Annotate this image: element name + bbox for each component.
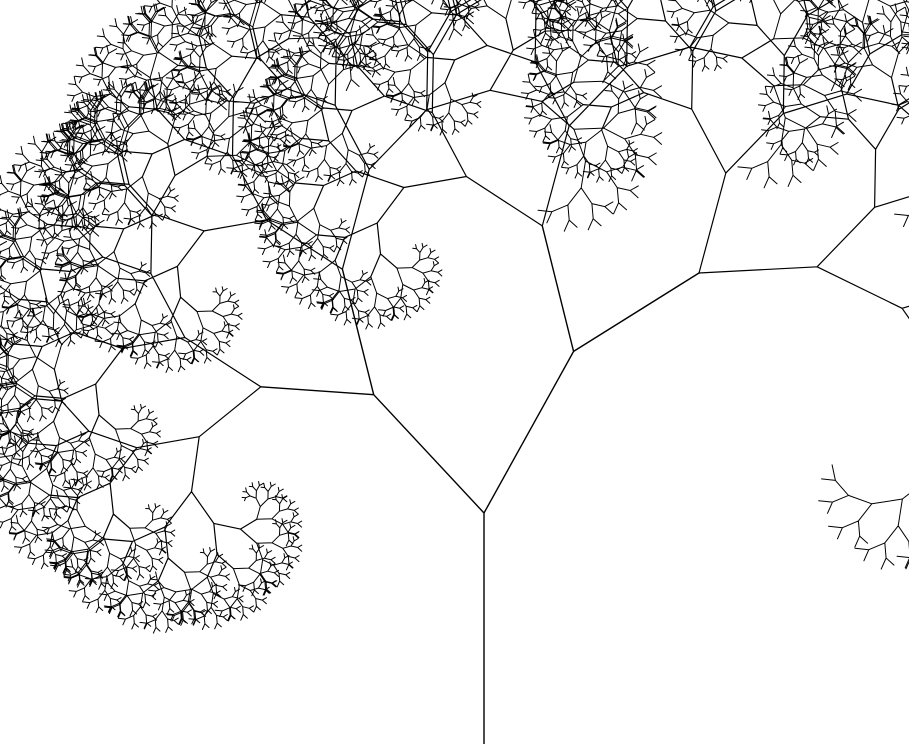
- fractal-tree-canvas: [0, 0, 909, 744]
- background: [0, 0, 909, 744]
- fractal-tree-image: [0, 0, 909, 744]
